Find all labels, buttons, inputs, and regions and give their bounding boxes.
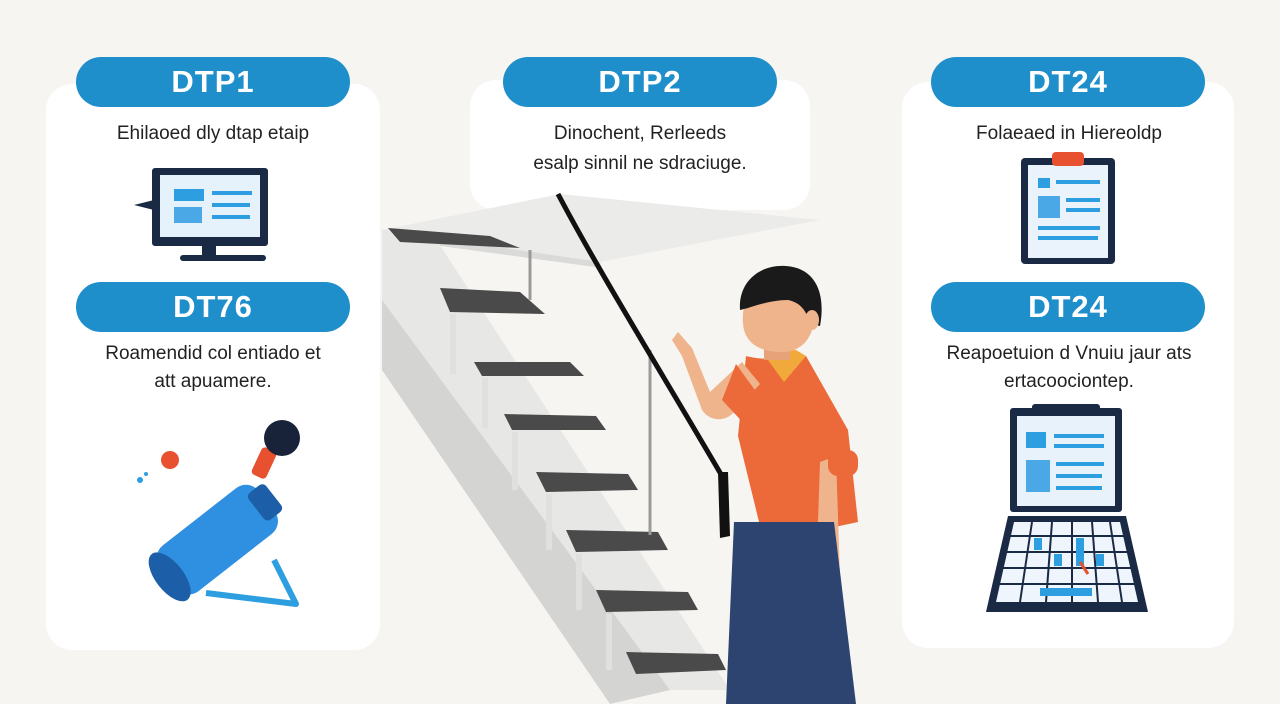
dtp2-label: DTP2 (503, 57, 777, 107)
dt24-bottom-description-line2: ertacoociontep. (1004, 371, 1134, 392)
dt24-top-label: DT24 (931, 57, 1205, 107)
dt24-bottom-description-line1: Reapoetuion d Vnuiu jaur ats (946, 343, 1192, 364)
bottle-icon (137, 420, 300, 607)
dt76-label: DT76 (76, 282, 350, 332)
staircase-illustration (382, 192, 820, 704)
dtp2-description-line2: esalp sinnil ne sdraciuge. (533, 153, 747, 174)
monitor-icon (134, 168, 268, 261)
dt76-description-line2: att apuamere. (154, 371, 272, 392)
clipboard-icon (1021, 152, 1115, 264)
person-illustration (672, 265, 858, 704)
dt24-bottom-label: DT24 (931, 282, 1205, 332)
dt24-top-description: Folaeaed in Hiereoldp (976, 123, 1162, 144)
dt76-description-line1: Roamendid col entiado et (105, 343, 321, 364)
dtp2-description-line1: Dinochent, Rerleeds (553, 123, 727, 144)
laptop-document-icon (986, 404, 1148, 612)
dtp1-label: DTP1 (76, 57, 350, 107)
dtp1-description: Ehilaoed dly dtap etaip (116, 123, 310, 144)
